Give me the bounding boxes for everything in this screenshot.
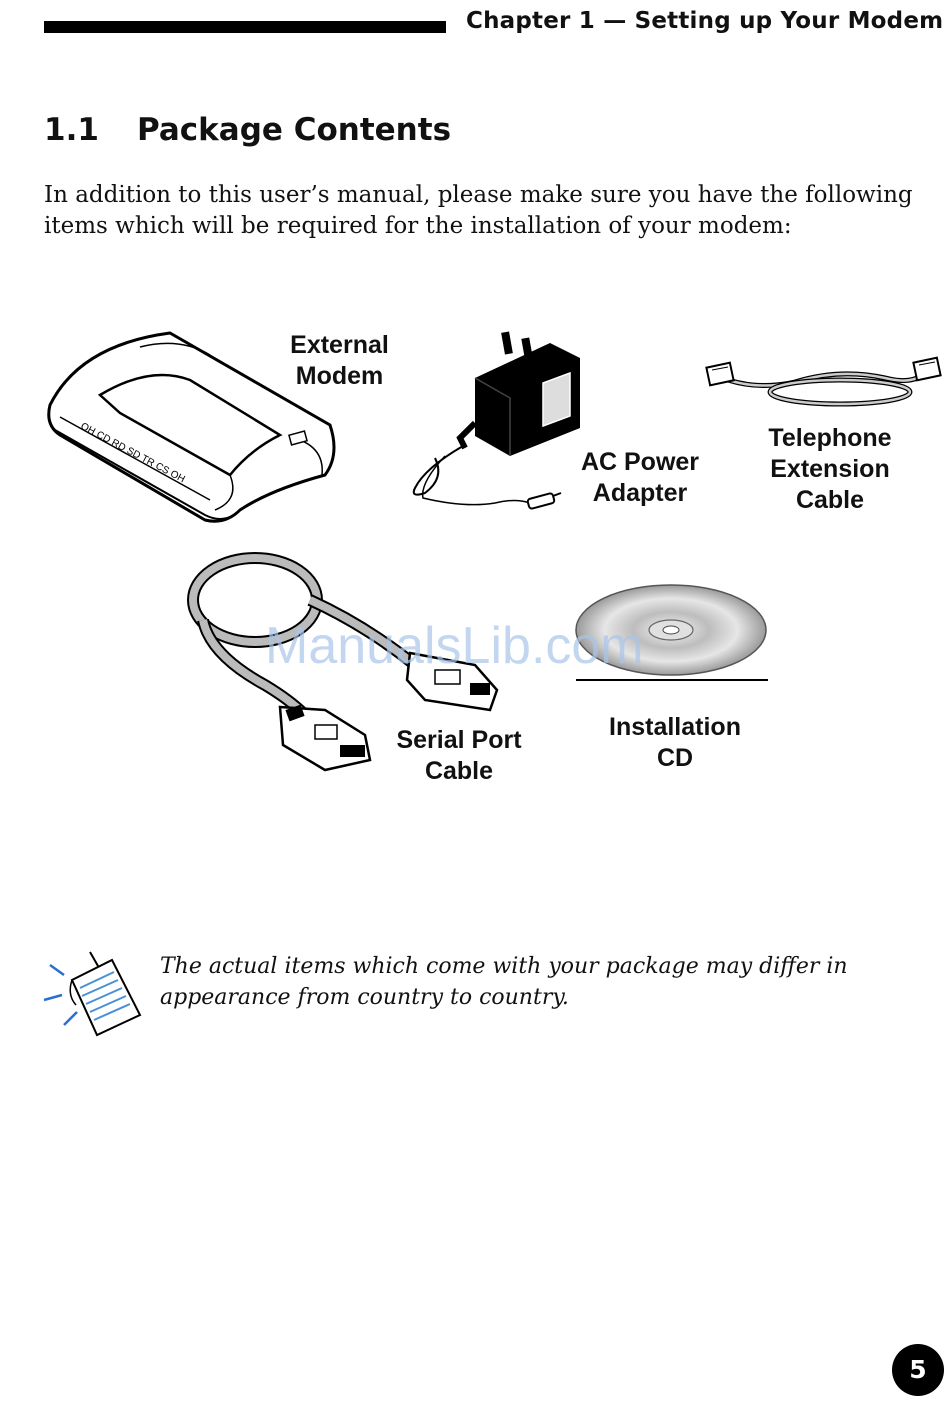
power-adapter-icon xyxy=(412,331,580,510)
cd-icon xyxy=(575,584,768,681)
section-number: 1.1 xyxy=(44,112,99,148)
modem-icon: OH CD RD SD TR CS OH xyxy=(47,331,336,523)
note-icon xyxy=(43,951,142,1037)
label-installation-cd: Installation CD xyxy=(609,713,741,772)
section-heading: 1.1 Package Contents xyxy=(44,112,451,148)
label-telephone-extension-cable: Telephone Extension Cable xyxy=(768,424,892,514)
watermark: ManualsLib.com xyxy=(265,617,644,675)
running-header-title: Chapter 1 — Setting up Your Modem xyxy=(466,8,944,34)
label-ac-power-adapter: AC Power Adapter xyxy=(580,448,700,507)
serial-cable-icon xyxy=(187,552,499,772)
section-title: Package Contents xyxy=(137,112,452,148)
label-external-modem: External Modem xyxy=(290,331,389,390)
note-text: The actual items which come with your pa… xyxy=(160,954,848,1010)
label-serial-port-cable: Serial Port Cable xyxy=(396,726,522,785)
header-rule xyxy=(44,21,446,33)
page-number: 5 xyxy=(892,1344,944,1396)
phone-cable-icon xyxy=(705,356,942,407)
intro-paragraph: In addition to this user’s manual, pleas… xyxy=(44,182,913,239)
